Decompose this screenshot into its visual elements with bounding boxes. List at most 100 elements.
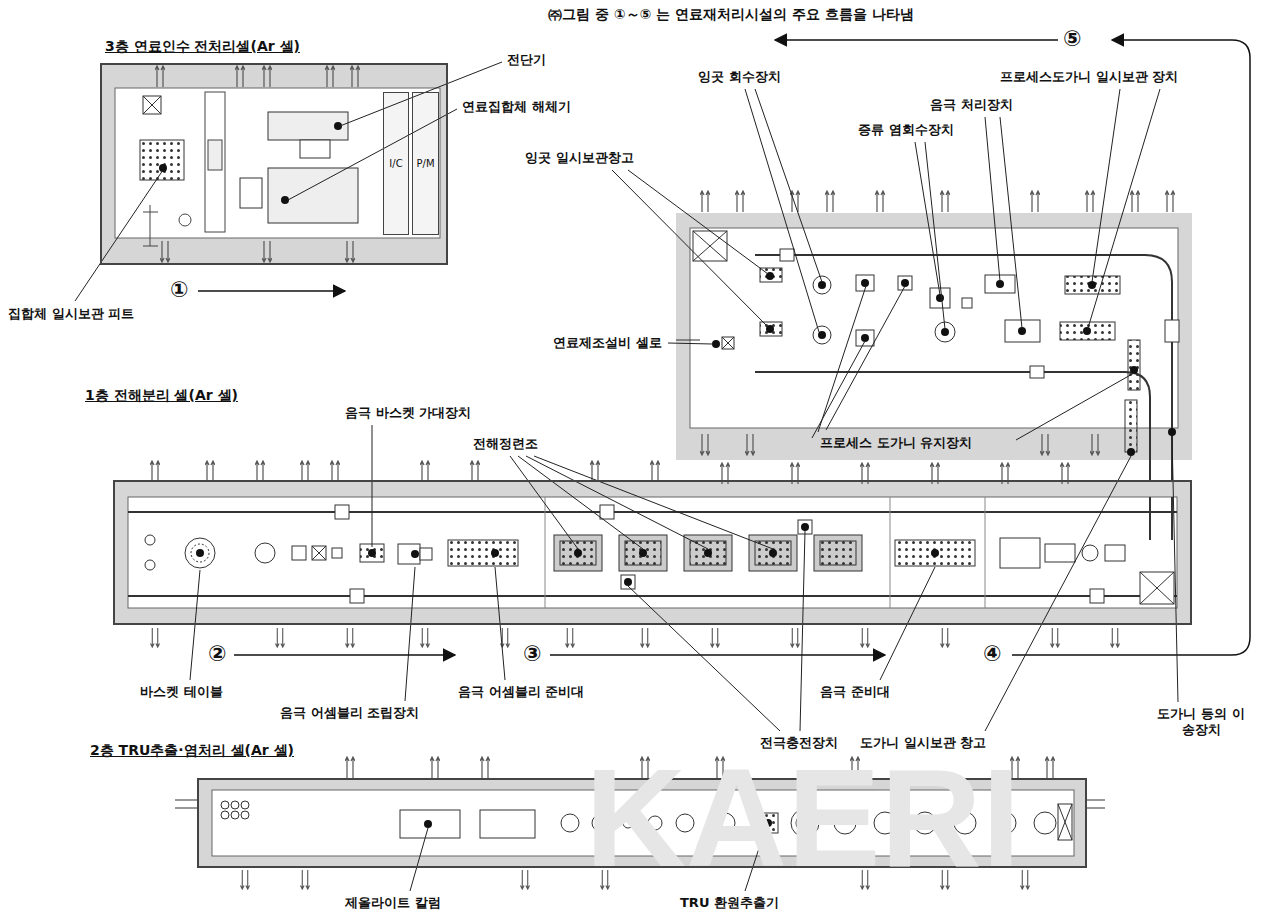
art-rect bbox=[268, 112, 348, 140]
art-circle bbox=[221, 801, 229, 809]
art-rect bbox=[300, 140, 330, 158]
art-line bbox=[628, 170, 768, 274]
art-rect bbox=[383, 92, 409, 235]
art-line bbox=[526, 456, 708, 549]
art-rect bbox=[240, 178, 262, 208]
art-circle bbox=[231, 811, 239, 819]
art-circle bbox=[1130, 366, 1138, 374]
part-label: TRU 환원추출기 bbox=[680, 895, 779, 911]
art-line bbox=[800, 531, 805, 731]
art-line bbox=[818, 286, 866, 432]
art-circle bbox=[813, 276, 831, 294]
art-circle bbox=[145, 560, 155, 570]
leader-lines bbox=[75, 62, 502, 301]
art-rect bbox=[208, 140, 222, 170]
art-line bbox=[340, 62, 502, 126]
art-rect bbox=[100, 63, 448, 265]
callout-number: ① bbox=[170, 277, 189, 302]
art-rect bbox=[780, 249, 794, 261]
art-rect bbox=[898, 276, 912, 290]
art-line bbox=[410, 828, 428, 891]
art-circle bbox=[424, 820, 432, 828]
art-use bbox=[1130, 191, 1140, 212]
callout-number: ⑤ bbox=[1063, 26, 1082, 51]
art-use bbox=[1110, 628, 1119, 647]
art-use bbox=[262, 66, 272, 87]
art-path bbox=[1150, 497, 1172, 540]
art-use bbox=[1085, 191, 1095, 212]
art-use bbox=[235, 66, 245, 87]
part-label: 도가니 등의 이송장치 bbox=[1155, 706, 1247, 738]
part-label: 음극 준비대 bbox=[820, 684, 890, 700]
part-label: 음극 어셈블리 조립장치 bbox=[280, 705, 419, 721]
art-circle bbox=[561, 814, 579, 832]
art-line bbox=[628, 586, 780, 731]
art-use bbox=[650, 461, 660, 482]
art-use bbox=[275, 628, 284, 647]
art-rect bbox=[420, 548, 432, 560]
art-rect bbox=[1060, 322, 1115, 340]
art-circle bbox=[1083, 327, 1091, 335]
flow-arrow bbox=[775, 39, 1058, 41]
art-use bbox=[640, 628, 649, 647]
art-use bbox=[155, 66, 165, 87]
art-line bbox=[1000, 117, 1022, 328]
art-circle bbox=[179, 214, 191, 226]
part-label: 집합체 일시보관 피트 bbox=[8, 306, 134, 322]
cell-title: 2층 TRU추출·염처리 셀(Ar 셀) bbox=[90, 742, 294, 759]
art-rect bbox=[128, 497, 1177, 608]
art-line bbox=[534, 456, 773, 549]
art-rect bbox=[480, 810, 535, 838]
art-line bbox=[985, 456, 1131, 731]
art-circle bbox=[861, 279, 869, 287]
art-circle bbox=[1127, 448, 1135, 456]
part-label: 바스켓 테이블 bbox=[140, 684, 223, 700]
cell-title: 1층 전해분리 셀(Ar 셀) bbox=[85, 387, 238, 404]
art-line bbox=[288, 109, 457, 200]
art-use bbox=[1050, 628, 1059, 647]
art-circle bbox=[996, 280, 1004, 288]
art-rect bbox=[820, 541, 856, 565]
part-label: 제올라이트 칼럼 bbox=[345, 895, 441, 911]
art-circle bbox=[639, 549, 647, 557]
art-circle bbox=[941, 328, 949, 336]
art-rect bbox=[1125, 400, 1137, 452]
art-rect bbox=[1105, 545, 1125, 561]
art-circle bbox=[191, 544, 209, 562]
art-rect bbox=[554, 535, 602, 571]
part-label: 프로세스도가니 일시보관 장치 bbox=[1000, 69, 1178, 85]
part-label: 잉곳 회수장치 bbox=[698, 69, 781, 85]
art-use bbox=[875, 191, 885, 212]
art-rect bbox=[400, 810, 460, 838]
art-use bbox=[262, 241, 272, 262]
art-use bbox=[860, 628, 869, 647]
art-line bbox=[745, 89, 819, 332]
art-use bbox=[480, 757, 490, 778]
art-rect bbox=[398, 544, 420, 564]
hot-cell: 3층 연료인수 전처리셀(Ar 셀)I/CP/M bbox=[100, 63, 448, 265]
art-use bbox=[420, 461, 430, 482]
art-circle bbox=[931, 549, 939, 557]
first-floor-cell-art bbox=[113, 425, 1192, 731]
art-use bbox=[940, 191, 950, 212]
art-rect bbox=[676, 213, 1192, 460]
art-circle bbox=[145, 535, 155, 545]
art-line bbox=[612, 170, 768, 327]
art-use bbox=[565, 628, 574, 647]
art-circle bbox=[801, 523, 809, 531]
art-rect bbox=[1000, 538, 1040, 568]
part-label: 연료집합체 해체기 bbox=[462, 99, 571, 115]
art-rect bbox=[1128, 340, 1140, 390]
callout-number: ③ bbox=[523, 641, 542, 666]
part-label: 프로세스 도가니 유지장치 bbox=[820, 435, 972, 451]
art-line bbox=[1092, 89, 1120, 282]
art-path bbox=[1140, 572, 1174, 604]
art-rect bbox=[962, 298, 972, 308]
part-label: 전해정련조 bbox=[473, 436, 538, 452]
art-use bbox=[240, 870, 249, 889]
art-circle bbox=[491, 549, 499, 557]
art-use bbox=[430, 757, 440, 778]
callout-number: ④ bbox=[983, 641, 1002, 666]
art-circle bbox=[861, 334, 869, 342]
